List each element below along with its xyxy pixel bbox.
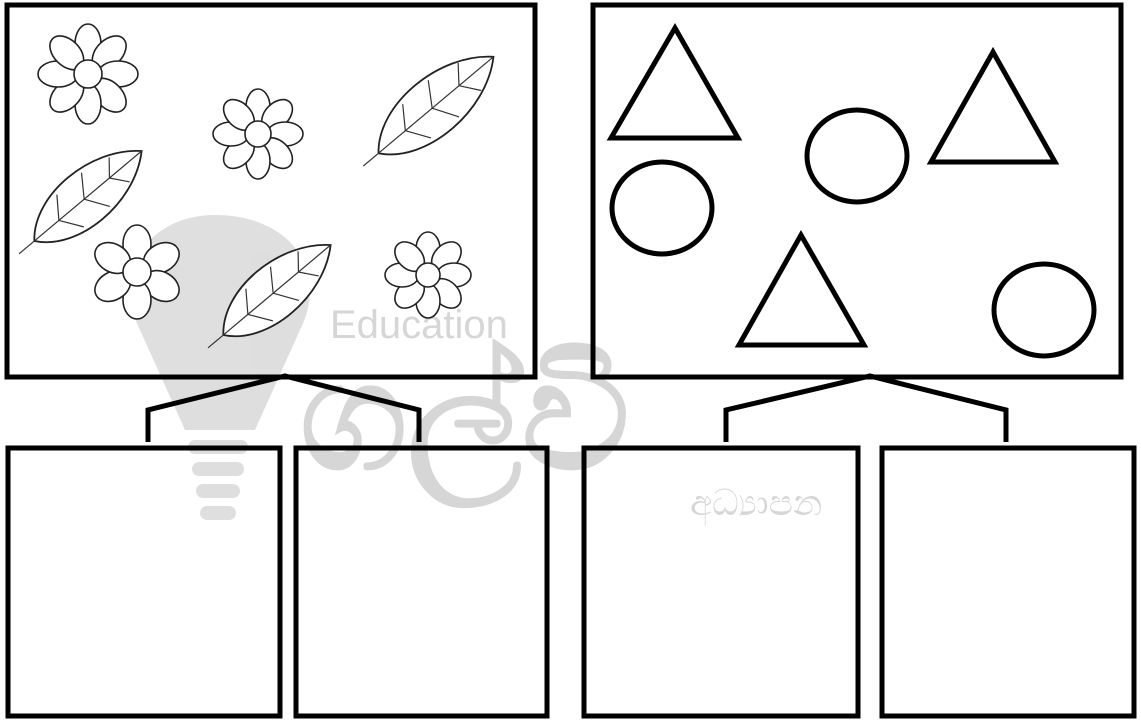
answer-box[interactable] bbox=[8, 448, 280, 716]
nature-panel bbox=[2, 5, 535, 377]
flower-icon bbox=[385, 232, 471, 318]
answer-box[interactable] bbox=[882, 448, 1134, 716]
answer-box[interactable] bbox=[584, 448, 858, 716]
flower-icon bbox=[213, 89, 303, 179]
branch-connector-right bbox=[726, 376, 1006, 442]
circle-icon bbox=[612, 162, 712, 254]
flower-icon bbox=[38, 24, 138, 124]
answer-box[interactable] bbox=[296, 448, 547, 716]
circle-icon bbox=[807, 110, 907, 202]
shapes-panel bbox=[593, 5, 1121, 377]
circle-icon bbox=[994, 264, 1094, 356]
